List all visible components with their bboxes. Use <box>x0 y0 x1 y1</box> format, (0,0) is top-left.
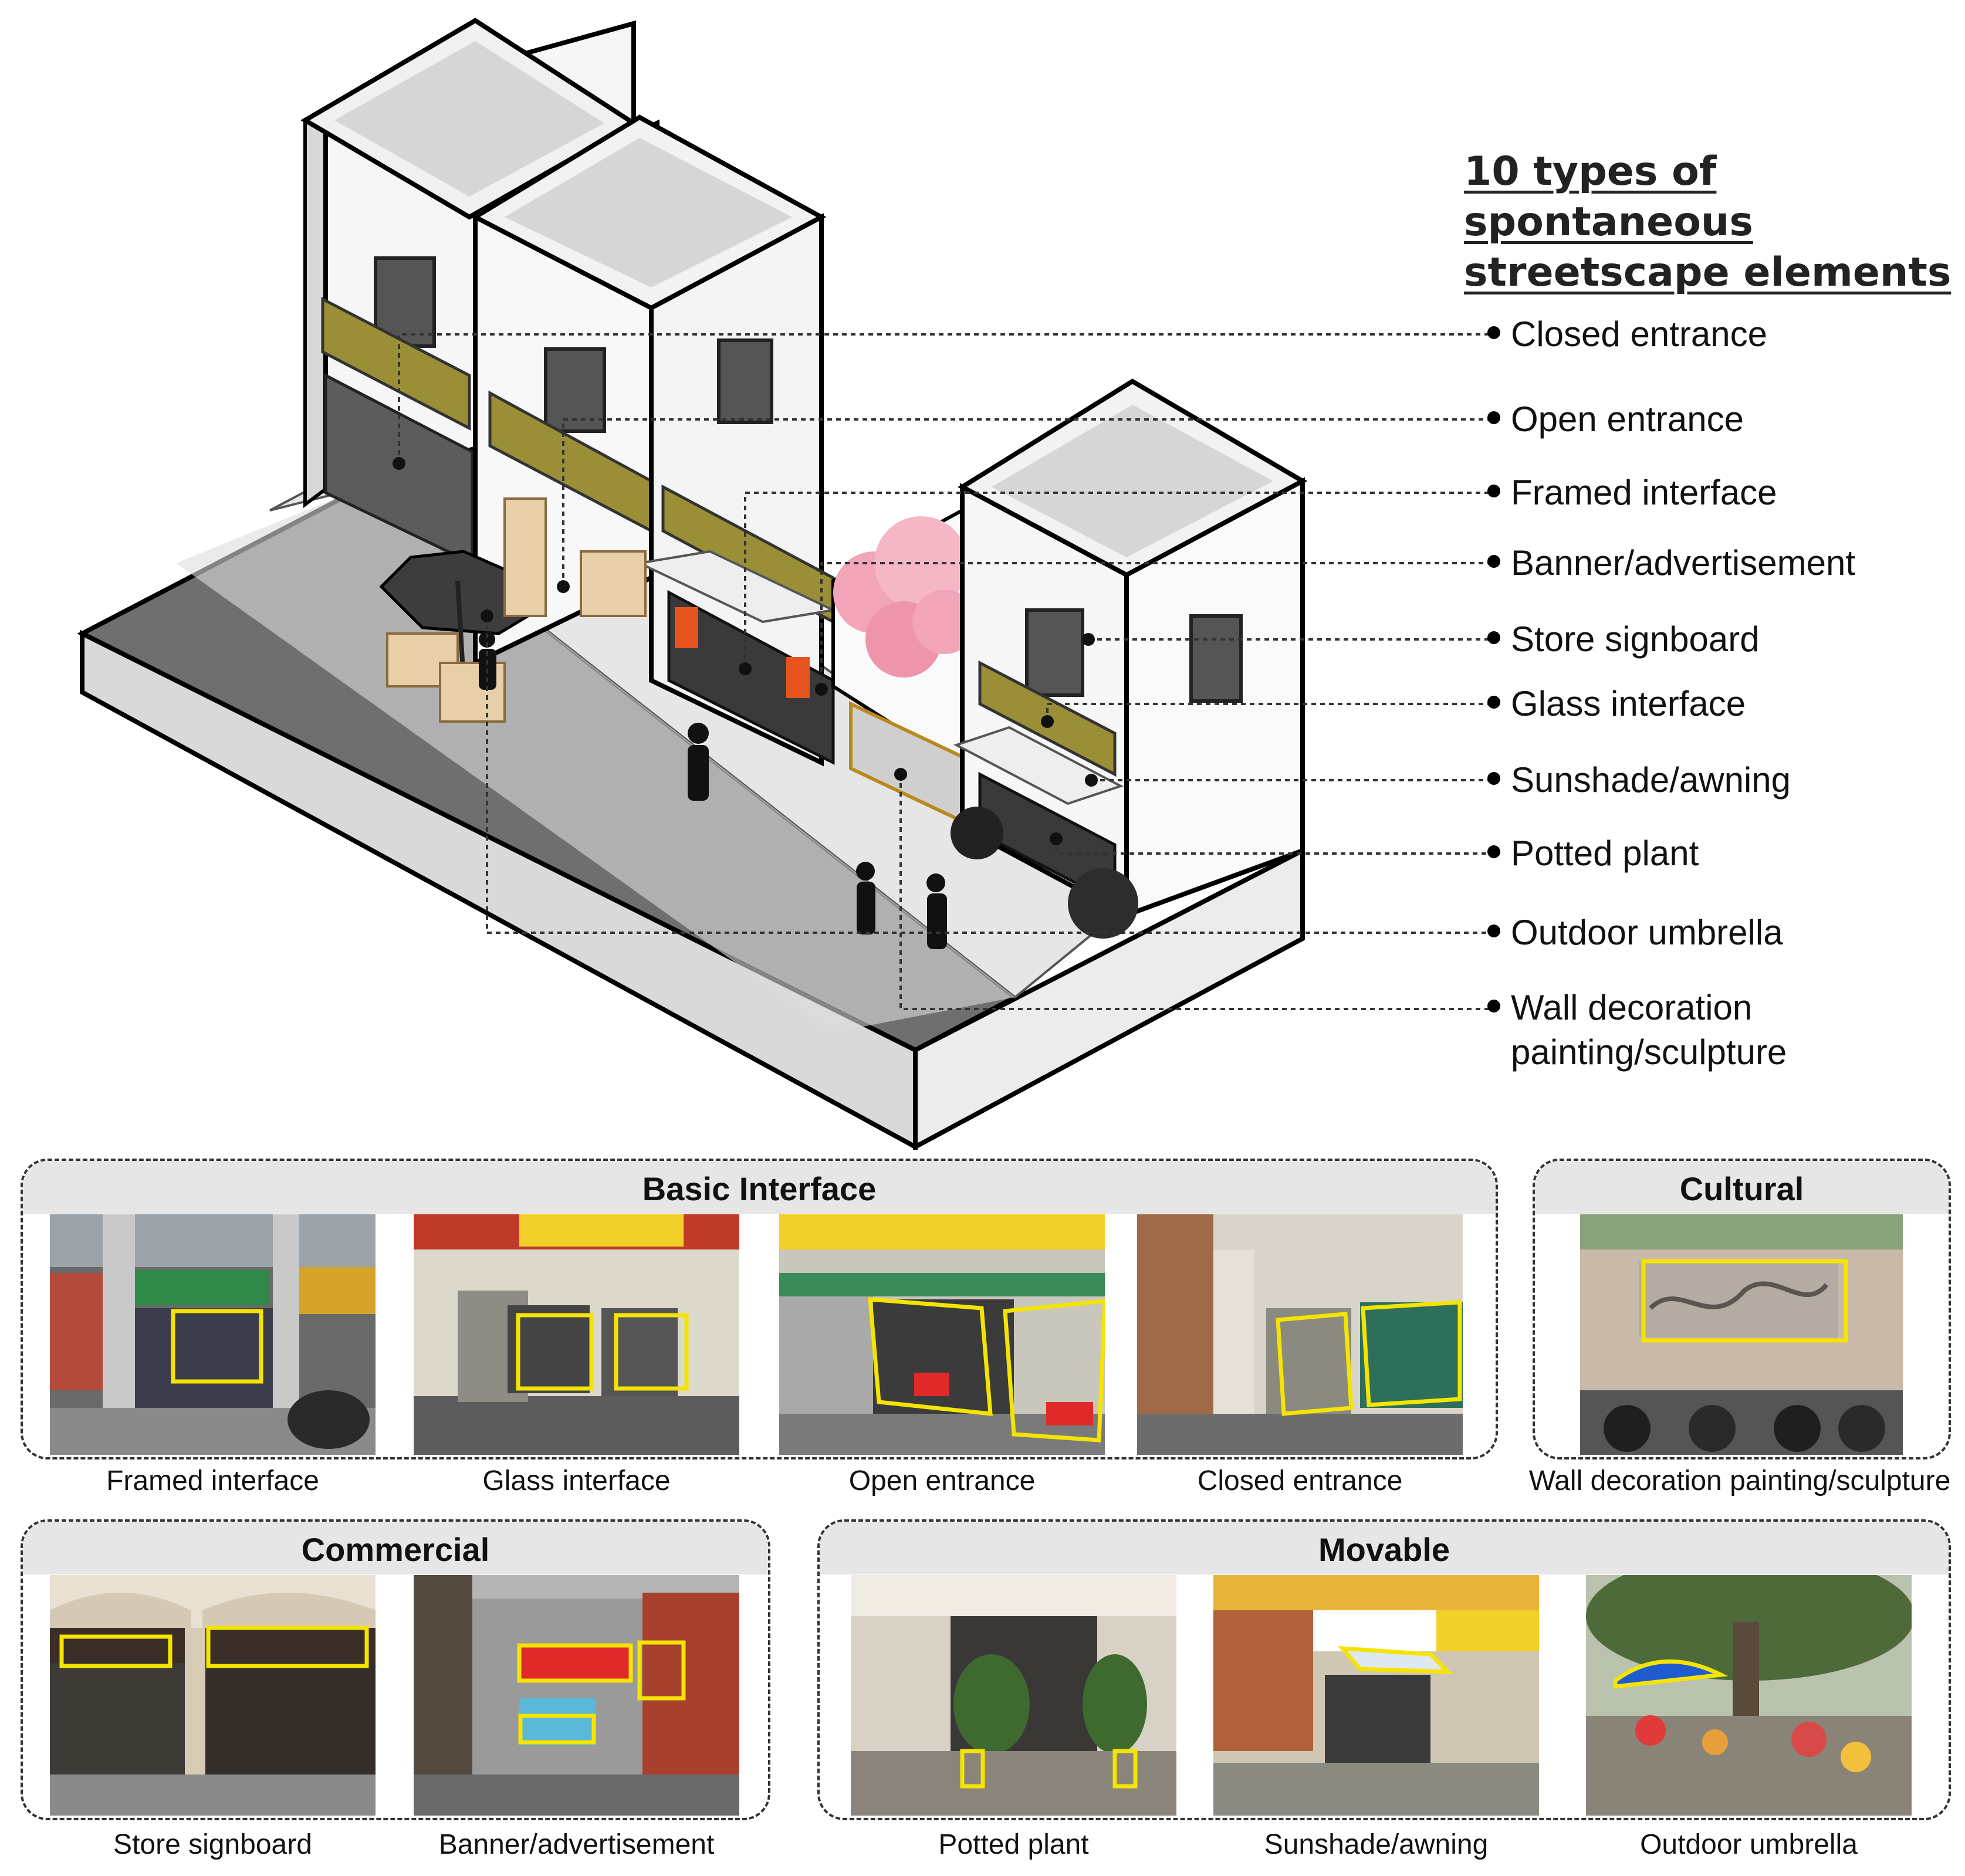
caption-outdoor-umbrella: Outdoor umbrella <box>1640 1829 1858 1860</box>
legend-label: Store signboard <box>1511 619 1760 659</box>
leader-dots <box>393 457 1098 845</box>
caption-glass-interface: Glass interface <box>482 1465 671 1496</box>
photo-wall-decoration <box>1580 1214 1903 1455</box>
photo-glass-interface <box>414 1214 739 1455</box>
legend-item-open-entrance: Open entrance <box>1487 397 1744 442</box>
legend-item-sunshade: Sunshade/awning <box>1487 758 1791 802</box>
legend-bullet <box>1487 631 1500 644</box>
legend-label: Framed interface <box>1511 473 1777 512</box>
legend-label: Outdoor umbrella <box>1511 913 1783 952</box>
legend-item-glass-interface: Glass interface <box>1487 682 1746 726</box>
legend-bullet <box>1487 485 1500 497</box>
caption-framed-interface: Framed interface <box>106 1465 319 1496</box>
building-4-roof-inner <box>992 405 1273 557</box>
legend-item-wall-decoration: Wall decoration painting/sculpture <box>1487 986 1787 1075</box>
blossom-2 <box>874 516 968 610</box>
window-4a <box>1025 608 1084 697</box>
photo-framed-interface <box>50 1214 376 1455</box>
legend-item-framed-interface: Framed interface <box>1487 470 1777 515</box>
awning-4 <box>953 726 1124 805</box>
legend-label: Banner/advertisement <box>1511 543 1855 583</box>
caption-store-signboard: Store signboard <box>113 1829 312 1860</box>
legend-label: Potted plant <box>1511 834 1699 873</box>
road-front <box>913 846 1305 1150</box>
title-line-2: streetscape elements <box>1464 249 1952 296</box>
group-title: Commercial <box>23 1522 768 1574</box>
caption-wall-decoration: Wall decoration painting/sculpture <box>1528 1465 1951 1496</box>
building-2-roof-inner <box>505 138 792 287</box>
glass-front-3 <box>667 590 835 766</box>
group-title: Movable <box>820 1522 1949 1574</box>
photo-banner-advertisement <box>414 1575 739 1816</box>
photo-sunshade-awning <box>1213 1575 1539 1816</box>
group-title: Cultural <box>1535 1161 1949 1214</box>
pedestrian-silhouettes <box>479 631 947 949</box>
legend-label: Wall decoration painting/sculpture <box>1511 988 1787 1072</box>
caption-closed-entrance: Closed entrance <box>1197 1465 1403 1496</box>
legend-item-outdoor-umbrella: Outdoor umbrella <box>1487 910 1783 955</box>
legend-item-closed-entrance: Closed entrance <box>1487 312 1767 357</box>
photo-outdoor-umbrella <box>1586 1575 1912 1816</box>
curb <box>176 487 1015 1032</box>
legend-bullet <box>1487 925 1500 937</box>
leader-lines <box>398 333 1490 1010</box>
photo-potted-plant <box>851 1575 1176 1816</box>
group-title: Basic Interface <box>23 1161 1496 1214</box>
legend-item-potted-plant: Potted plant <box>1487 831 1699 876</box>
window-2 <box>544 347 606 433</box>
photo-store-signboard <box>50 1575 376 1816</box>
axonometric-street-diagram <box>77 18 1490 1150</box>
legend-bullet <box>1487 772 1500 785</box>
potted-plant-2 <box>1068 868 1138 939</box>
legend-bullet <box>1487 845 1500 858</box>
legend-item-store-signboard: Store signboard <box>1487 617 1760 662</box>
poster-3b <box>786 657 810 698</box>
title-line-1: 10 types of spontaneous <box>1464 148 1753 245</box>
photo-closed-entrance <box>1137 1214 1463 1455</box>
legend-item-banner: Banner/advertisement <box>1487 541 1855 585</box>
legend-label: Sunshade/awning <box>1511 760 1791 800</box>
crate-3 <box>503 497 547 617</box>
crate-4 <box>580 550 647 617</box>
legend-label: Open entrance <box>1511 399 1744 439</box>
caption-banner-advertisement: Banner/advertisement <box>438 1829 715 1860</box>
building-1-roof-inner <box>334 41 604 197</box>
caption-potted-plant: Potted plant <box>938 1829 1089 1860</box>
legend-bullet <box>1487 326 1500 339</box>
caption-sunshade-awning: Sunshade/awning <box>1264 1829 1489 1860</box>
potted-plant-1 <box>951 807 1003 859</box>
legend-label: Closed entrance <box>1511 314 1767 354</box>
diagram-title: 10 types of spontaneous streetscape elem… <box>1464 147 1957 298</box>
window-3 <box>717 338 773 424</box>
legend-bullet <box>1487 555 1500 568</box>
legend-label: Glass interface <box>1511 684 1746 723</box>
photo-open-entrance <box>779 1214 1105 1455</box>
legend-bullet <box>1487 411 1500 424</box>
window-4b <box>1189 614 1243 703</box>
poster-3a <box>675 607 698 648</box>
legend-bullet <box>1487 696 1500 709</box>
legend-bullet <box>1487 1000 1500 1013</box>
signboard-1 <box>321 296 471 431</box>
caption-open-entrance: Open entrance <box>848 1465 1036 1496</box>
